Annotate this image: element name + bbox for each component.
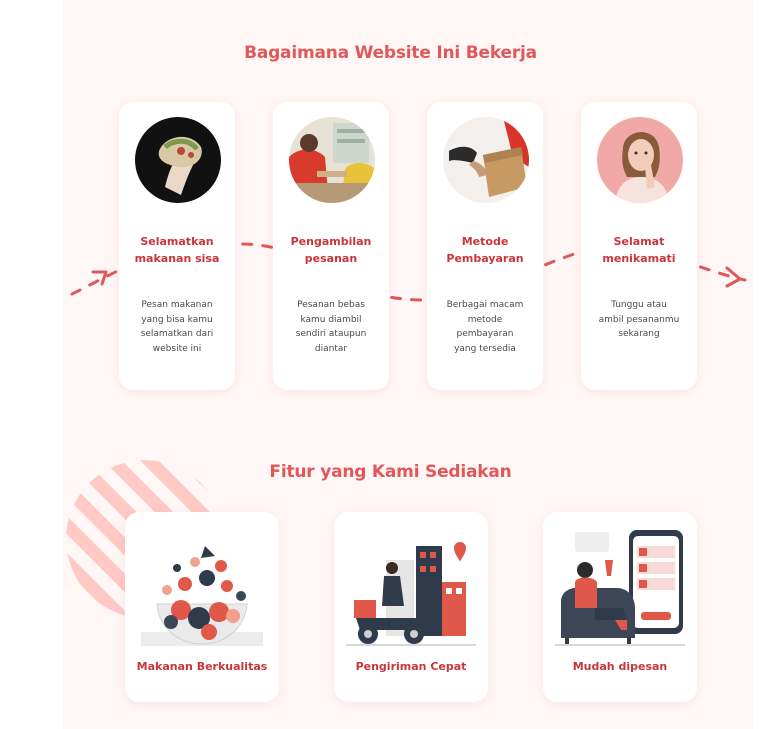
- step-desc-2: Pesanan bebas kamu diambil sendiri ataup…: [295, 300, 367, 354]
- card-payment-photo: [443, 117, 529, 203]
- step-title-2: Pengambilan pesanan: [290, 235, 372, 265]
- section-title-features: Fitur yang Kami Sediakan: [269, 462, 512, 482]
- step-desc-3: Berbagai macam metode pembayaran yang te…: [446, 300, 524, 354]
- feature-label-fast-delivery: Pengiriman Cepat: [355, 660, 467, 673]
- step-card-1: Selamatkan makanan sisa Pesan makanan ya…: [119, 102, 235, 390]
- section-title-how-it-works: Bagaimana Website Ini Bekerja: [244, 43, 537, 63]
- step-card-2: Pengambilan pesanan Pesanan bebas kamu d…: [273, 102, 389, 390]
- scooter-delivery-illustration: [346, 526, 476, 652]
- step-card-4: Selamat menikamati Tunggu atau ambil pes…: [581, 102, 697, 390]
- taco-hand-photo: [135, 117, 221, 203]
- woman-thinking-photo: [597, 117, 683, 203]
- feature-card-easy-order: Mudah dipesan: [543, 512, 697, 702]
- mobile-order-illustration: [555, 526, 685, 652]
- step-title-3: Metode Pembayaran: [446, 235, 524, 265]
- feature-card-fast-delivery: Pengiriman Cepat: [334, 512, 488, 702]
- feature-card-quality-food: Makanan Berkualitas: [125, 512, 279, 702]
- step-desc-1: Pesan makanan yang bisa kamu selamatkan …: [140, 300, 214, 354]
- step-title-1: Selamatkan makanan sisa: [134, 235, 220, 265]
- feature-label-easy-order: Mudah dipesan: [572, 660, 668, 673]
- feature-label-quality-food: Makanan Berkualitas: [136, 660, 268, 673]
- food-bowl-illustration: [137, 526, 267, 652]
- step-desc-4: Tunggu atau ambil pesananmu sekarang: [598, 300, 680, 339]
- counter-pickup-photo: [289, 117, 375, 203]
- step-card-3: Metode Pembayaran Berbagai macam metode …: [427, 102, 543, 390]
- step-title-4: Selamat menikamati: [602, 235, 676, 265]
